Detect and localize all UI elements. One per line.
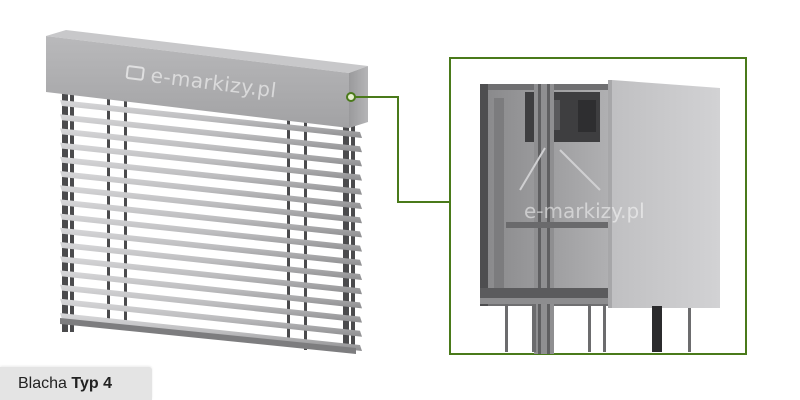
callout-dot (346, 92, 356, 102)
slat (60, 270, 362, 309)
slat (60, 199, 362, 238)
slat (60, 213, 362, 252)
slat (60, 171, 362, 209)
slats (60, 100, 362, 354)
caption-label: Blacha Typ 4 (0, 367, 152, 400)
bottom-rail (60, 318, 356, 354)
logo-icon (125, 65, 145, 81)
watermark-detail: e-markizy.pl (524, 199, 645, 223)
callout-line (355, 96, 450, 203)
slat (60, 284, 362, 323)
headbox: e-markizy.pl (46, 30, 368, 128)
slat (60, 227, 362, 266)
external-blind: e-markizy.pl (46, 30, 450, 354)
slat (60, 185, 362, 224)
slat (60, 298, 362, 337)
slat (60, 114, 362, 153)
slat (60, 100, 362, 138)
caption-prefix: Blacha (18, 375, 72, 392)
slat (60, 128, 362, 167)
slat (60, 242, 362, 280)
slat (60, 142, 362, 181)
detail-view: e-markizy.pl (449, 57, 747, 355)
slat (60, 256, 362, 295)
slat (60, 156, 362, 195)
caption-type: Typ 4 (71, 375, 112, 392)
